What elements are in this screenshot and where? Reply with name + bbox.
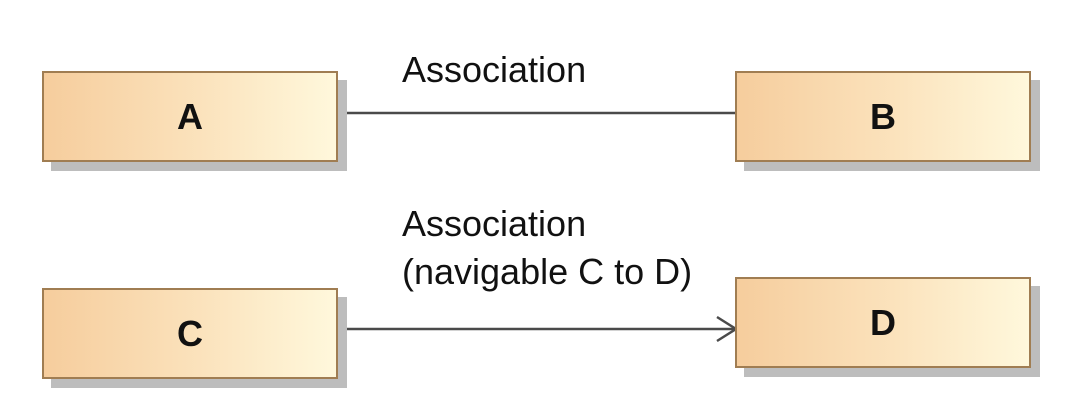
class-name-b: B — [870, 95, 896, 137]
association-label-a-b: Association — [402, 49, 587, 90]
association-label-c-d: Association — [402, 203, 587, 244]
class-box-a[interactable]: A — [42, 71, 338, 162]
association-navigability-note: (navigable C to D) — [402, 251, 693, 292]
class-name-c: C — [177, 312, 203, 354]
class-box-d[interactable]: D — [735, 277, 1031, 368]
class-box-b[interactable]: B — [735, 71, 1031, 162]
class-box-c[interactable]: C — [42, 288, 338, 379]
class-name-a: A — [177, 95, 203, 137]
class-name-d: D — [870, 301, 896, 343]
